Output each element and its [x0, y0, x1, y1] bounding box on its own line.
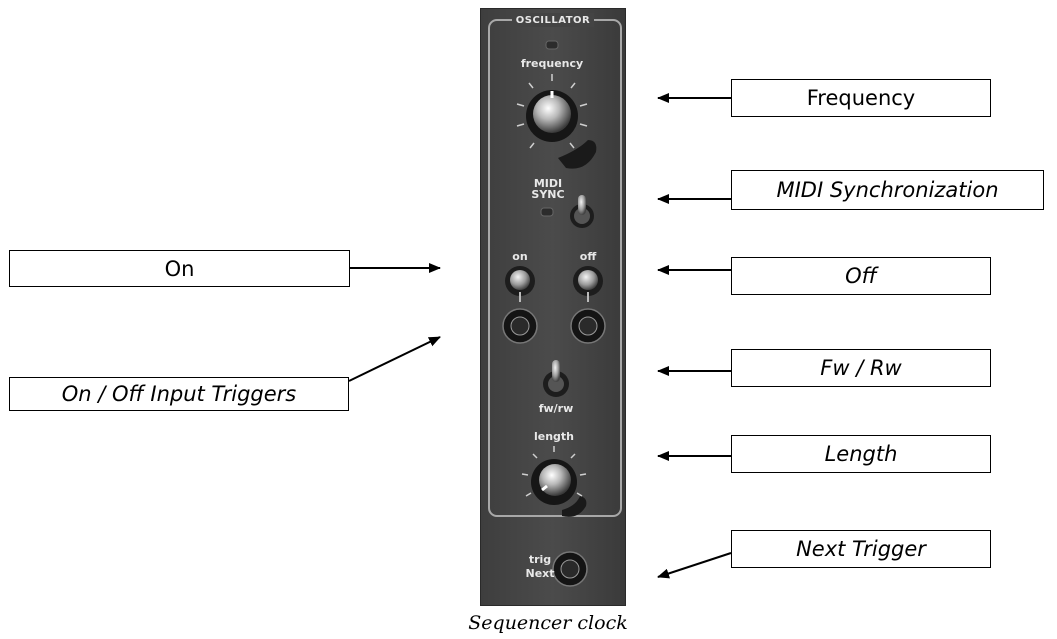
callout-midi-sync: MIDI Synchronization [731, 170, 1044, 210]
callout-length: Length [731, 435, 991, 473]
callout-off: Off [731, 257, 991, 295]
callout-on: On [9, 250, 350, 287]
figure-caption: Sequencer clock [468, 612, 628, 634]
callout-next-trigger: Next Trigger [731, 530, 991, 568]
arrow-on-off-triggers [349, 337, 440, 381]
callout-on-off-triggers: On / Off Input Triggers [9, 377, 349, 411]
arrow-next-trigger [658, 553, 731, 577]
callout-fw-rw: Fw / Rw [731, 349, 991, 387]
callout-frequency: Frequency [731, 79, 991, 117]
